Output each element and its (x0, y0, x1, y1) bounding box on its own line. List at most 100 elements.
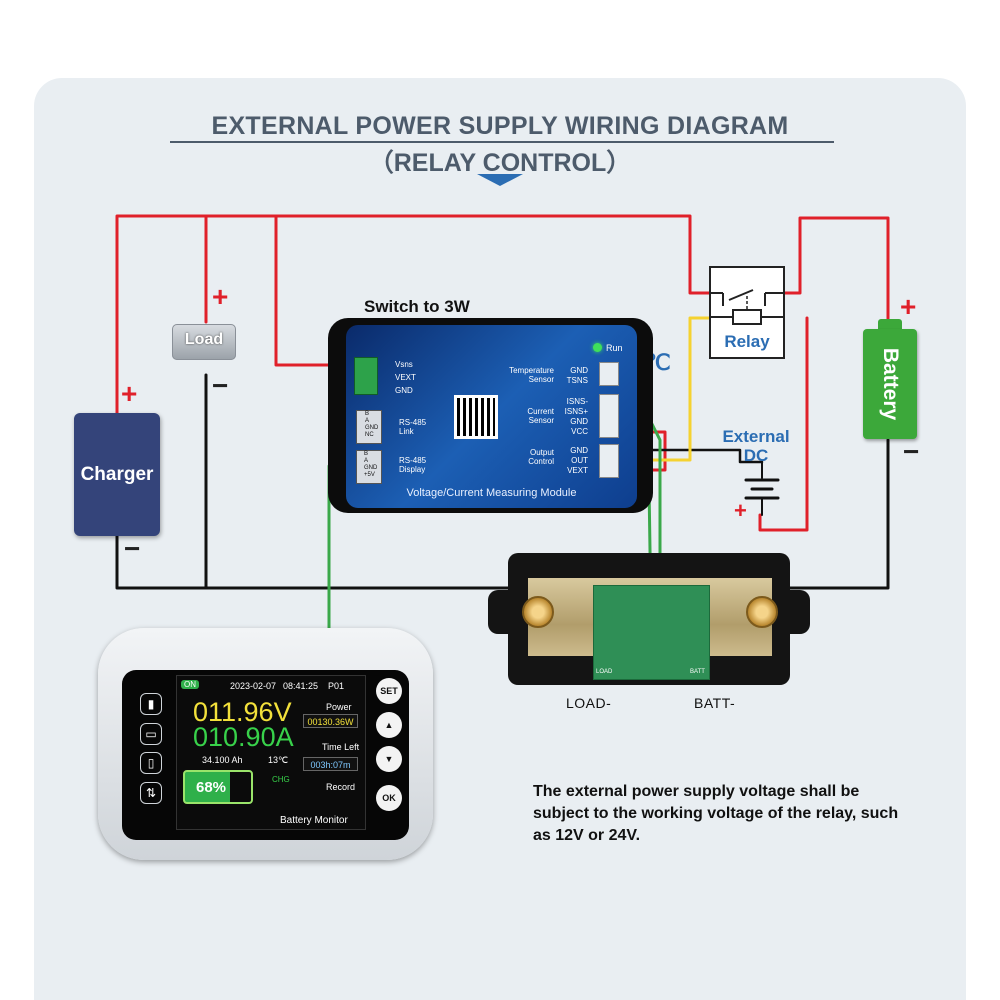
rs485-display-label: RS-485 Display (399, 456, 426, 474)
voltage-reading: 011.96V (193, 697, 292, 727)
load-minus-label: LOAD- (566, 695, 612, 711)
current-terminal (599, 394, 619, 438)
pin-vext: VEXT (395, 373, 416, 382)
relay-voltage-note: The external power supply voltage shall … (533, 783, 899, 844)
rs485-display-pin: +5V (364, 472, 375, 478)
group-output: Output Control (498, 448, 554, 466)
external-dc-line1: External (722, 427, 790, 446)
record-label: Record (326, 782, 356, 792)
monitor-brand: Battery Monitor (280, 815, 348, 826)
wire-red-relay-dc (758, 316, 809, 532)
battery-label: Battery (879, 347, 902, 421)
power-label: Power (326, 702, 352, 712)
shunt-pcb (593, 585, 710, 680)
group-temperature: Temperature Sensor (498, 366, 554, 384)
pin-label: ISNS- (566, 397, 588, 406)
external-dc-plus: + (734, 498, 747, 523)
rs485-link-pin: B (365, 411, 370, 417)
group-temp-l2: Sensor (528, 375, 554, 384)
relay-block (709, 266, 785, 359)
wire-red-top (115, 214, 715, 417)
charger-minus: − (124, 533, 141, 564)
power-value: 00130.36W (303, 714, 358, 728)
side-phone-icon[interactable]: ▯ (140, 752, 162, 774)
charger-block: Charger (74, 413, 160, 536)
pin-label: GND (570, 417, 588, 426)
battery-plus: + (900, 291, 917, 322)
load-label: Load (184, 331, 224, 348)
down-button[interactable]: ▼ (376, 746, 402, 772)
relay-label: Relay (724, 332, 770, 351)
side-battery-icon[interactable]: ▮ (140, 693, 162, 715)
charger-label: Charger (80, 463, 154, 485)
qr-code-icon (454, 395, 498, 439)
title-underline (170, 141, 834, 143)
rs485-display-l2: Display (399, 465, 426, 474)
pcb-load-label: LOAD (596, 669, 613, 675)
pin-label: GND (570, 366, 588, 375)
external-dc-label: External DC (716, 427, 796, 465)
temp-pins: GND TSNS (550, 366, 588, 386)
battery-level-gauge (183, 770, 253, 804)
current-reading: 010.90A (193, 722, 294, 752)
rs485-link-l1: RS-485 (399, 418, 427, 427)
temp-terminal (599, 362, 619, 386)
pin-vsns: Vsns (395, 360, 413, 369)
chg-label: CHG (272, 775, 290, 784)
wire-black-bottom (115, 534, 514, 590)
charger-plus: + (121, 378, 138, 409)
pin-label: OUT (571, 456, 588, 465)
temperature-reading: 13℃ (268, 755, 289, 765)
current-pins: ISNS- ISNS+ GND VCC (550, 397, 588, 437)
monitor-screen (176, 675, 366, 830)
vsns-terminal (354, 357, 378, 395)
group-current-l2: Sensor (528, 416, 554, 425)
rs485-link-pins: B A GND NC (365, 411, 378, 439)
external-dc-line2: DC (743, 446, 769, 465)
capacity-reading: 34.100 Ah (202, 755, 243, 765)
up-button[interactable]: ▲ (376, 712, 402, 738)
wire-black-battery (788, 438, 890, 590)
load-minus: − (212, 370, 229, 401)
pcb-batt-label: BATT (690, 669, 705, 675)
pin-label: ISNS+ (564, 407, 588, 416)
output-terminal (599, 444, 619, 478)
run-label: Run (606, 343, 623, 353)
rs485-link-pin: GND (365, 425, 379, 431)
battery-block (863, 329, 917, 439)
group-output-l2: Control (528, 457, 554, 466)
rs485-display-pin: A (364, 458, 369, 464)
relay-symbol (709, 289, 785, 325)
group-output-l1: Output (529, 448, 554, 457)
load-plus: + (212, 281, 229, 312)
group-current-l1: Current (527, 407, 554, 416)
up-arrow-icon: ▲ (384, 720, 394, 730)
rs485-link-pin: A (365, 418, 370, 424)
pin-label: VCC (571, 427, 588, 436)
pin-label: TSNS (566, 376, 588, 385)
wire-black-ext (595, 448, 764, 464)
battery-percent: 68% (195, 779, 227, 796)
down-arrow-icon: ▼ (384, 754, 394, 764)
module-footer: Voltage/Current Measuring Module (406, 487, 577, 499)
rs485-link-pin: NC (365, 432, 374, 438)
side-transfer-icon[interactable]: ⇅ (140, 782, 162, 804)
pin-label: VEXT (567, 466, 588, 475)
set-button[interactable]: SET (376, 678, 402, 704)
side-page-icon[interactable]: ▭ (140, 723, 162, 745)
ok-button[interactable]: OK (376, 785, 402, 811)
battery-terminal (878, 319, 902, 331)
run-led-icon (593, 343, 602, 352)
rs485-link-l2: Link (399, 427, 414, 436)
rs485-display-l1: RS-485 (399, 456, 427, 465)
screen-time: 08:41:25 (283, 681, 319, 691)
time-left-label: Time Left (322, 742, 360, 752)
pin-gnd: GND (395, 386, 413, 395)
rs485-display-port (356, 450, 382, 484)
rs485-link-port (356, 410, 382, 444)
rs485-display-pin: B (364, 451, 369, 457)
load-bolt-icon (522, 596, 554, 628)
wire-red-battery (778, 216, 890, 322)
batt-bolt-icon (746, 596, 778, 628)
group-current: Current Sensor (498, 407, 554, 425)
